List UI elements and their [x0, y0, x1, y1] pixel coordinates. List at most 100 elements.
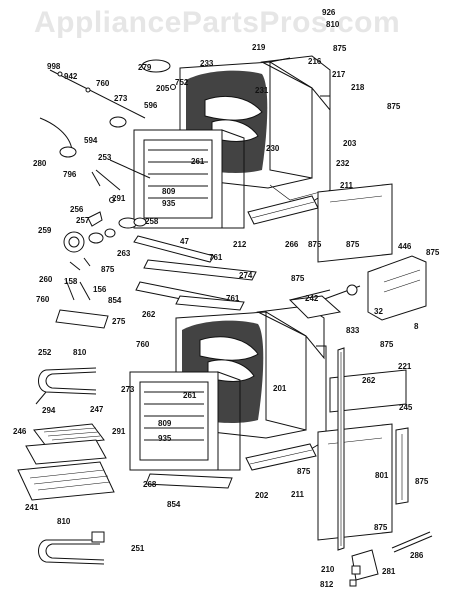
- part-label: 275: [112, 317, 126, 326]
- part-label: 211: [340, 181, 353, 190]
- part-label: 286: [410, 551, 424, 560]
- part-label: 446: [398, 242, 412, 251]
- part-label: 812: [320, 580, 334, 589]
- bake-element-upper: [35, 367, 97, 405]
- part-label: 259: [38, 226, 52, 235]
- part-label: 260: [39, 275, 53, 284]
- part-label: 833: [346, 326, 360, 335]
- part-label: 273: [121, 385, 135, 394]
- part-label: 231: [255, 86, 269, 95]
- part-label: 252: [38, 348, 52, 357]
- part-label: 212: [233, 240, 247, 249]
- part-label: 273: [114, 94, 128, 103]
- part-label: 875: [415, 477, 429, 486]
- part-label: 935: [162, 199, 176, 208]
- part-label: 875: [346, 240, 360, 249]
- part-label: 291: [112, 194, 126, 203]
- part-label: 294: [42, 406, 56, 415]
- side-panel-211-lower: [317, 423, 393, 541]
- part-label: 256: [70, 205, 84, 214]
- part-label: 810: [73, 348, 87, 357]
- part-label: 263: [117, 249, 131, 258]
- part-label: 875: [426, 248, 440, 257]
- part-label: 752: [175, 78, 189, 87]
- part-label: 810: [57, 517, 71, 526]
- part-label: 217: [332, 70, 346, 79]
- part-label: 809: [162, 187, 176, 196]
- part-label: 274: [239, 271, 253, 280]
- upper-left-parts: [39, 59, 176, 203]
- part-label: 875: [333, 44, 347, 53]
- part-label: 262: [142, 310, 156, 319]
- broiler-pan: [25, 423, 107, 465]
- lower-oven-front-frame: [129, 371, 241, 489]
- part-label: 257: [76, 216, 90, 225]
- part-label: 810: [326, 20, 340, 29]
- part-label: 268: [143, 480, 157, 489]
- part-label: 875: [297, 467, 311, 476]
- part-label: 935: [158, 434, 172, 443]
- part-label: 596: [144, 101, 158, 110]
- part-label: 594: [84, 136, 98, 145]
- door-latch-parts: [349, 531, 433, 587]
- part-label: 801: [375, 471, 389, 480]
- door-hinge-245: [395, 427, 409, 505]
- part-label: 230: [266, 144, 280, 153]
- part-label: 281: [382, 567, 396, 576]
- lower-side-panels: [245, 284, 358, 471]
- part-label: 875: [380, 340, 394, 349]
- part-label: 760: [96, 79, 110, 88]
- part-label: 210: [321, 565, 335, 574]
- part-label: 760: [136, 340, 150, 349]
- part-label: 241: [25, 503, 39, 512]
- part-label: 218: [351, 83, 365, 92]
- upper-oven-front-frame: [133, 129, 245, 229]
- part-label: 761: [209, 253, 223, 262]
- part-label: 875: [374, 523, 388, 532]
- part-label: 875: [308, 240, 322, 249]
- part-label: 796: [63, 170, 77, 179]
- part-label: 760: [36, 295, 50, 304]
- part-label: 232: [336, 159, 350, 168]
- part-label: 291: [112, 427, 126, 436]
- part-label: 809: [158, 419, 172, 428]
- part-label: 201: [273, 384, 287, 393]
- part-label: 926: [322, 8, 336, 17]
- part-label: 247: [90, 405, 104, 414]
- part-label: 998: [47, 62, 61, 71]
- upper-side-panels: [247, 95, 331, 225]
- part-label: 203: [343, 139, 357, 148]
- part-label: 47: [180, 237, 189, 246]
- part-label: 854: [108, 296, 122, 305]
- part-label: 233: [200, 59, 214, 68]
- part-label: 761: [226, 294, 240, 303]
- part-label: 854: [167, 500, 181, 509]
- part-label: 221: [398, 362, 412, 371]
- part-label: 253: [98, 153, 112, 162]
- part-label: 875: [291, 274, 305, 283]
- part-label: 262: [362, 376, 376, 385]
- bracket-446: [367, 255, 427, 321]
- part-label: 242: [305, 294, 319, 303]
- part-label: 280: [33, 159, 47, 168]
- vent-rails: [55, 235, 257, 329]
- bake-element-lower: [38, 531, 105, 565]
- part-label: 251: [131, 544, 145, 553]
- part-label: 942: [64, 72, 78, 81]
- part-label: 261: [191, 157, 205, 166]
- part-label: 245: [399, 403, 413, 412]
- part-label: 158: [64, 277, 78, 286]
- part-label: 875: [387, 102, 401, 111]
- part-label: 246: [13, 427, 27, 436]
- part-label: 156: [93, 285, 107, 294]
- control-knob-assembly: [63, 211, 147, 271]
- part-label: 219: [252, 43, 266, 52]
- part-label: 261: [183, 391, 197, 400]
- part-label: 216: [308, 57, 322, 66]
- part-label: 266: [285, 240, 299, 249]
- oven-rack: [17, 461, 115, 501]
- side-panel-221: [329, 369, 407, 413]
- part-label: 258: [145, 217, 159, 226]
